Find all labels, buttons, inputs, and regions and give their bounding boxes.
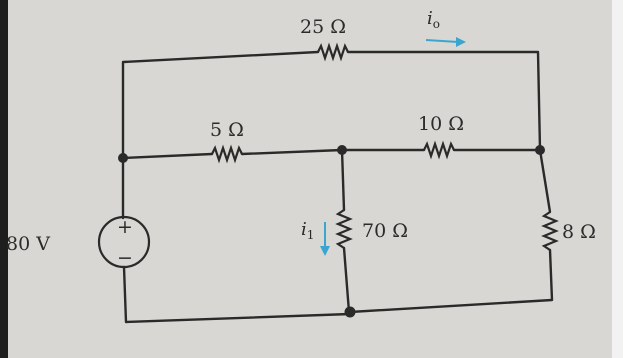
- wire-bottom-left: [122, 265, 352, 324]
- right-branch: [348, 148, 559, 314]
- node-left: [118, 153, 128, 163]
- center-branch: [335, 148, 353, 314]
- label-10-ohm: 10 Ω: [418, 113, 464, 135]
- label-5-ohm: 5 Ω: [210, 119, 244, 141]
- arrow-i1-head: [320, 246, 330, 256]
- wire-right-upper: [538, 148, 552, 214]
- wire-bottom-right: [348, 248, 554, 314]
- label-current-i1: i1: [301, 219, 314, 242]
- resistor-10: [423, 140, 455, 160]
- label-25-ohm: 25 Ω: [300, 16, 346, 38]
- resistor-5: [211, 144, 243, 164]
- resistor-8: [541, 211, 559, 251]
- node-center-bottom: [344, 306, 356, 318]
- label-source-80v: 80 V: [6, 233, 50, 255]
- label-8-ohm: 8 Ω: [562, 221, 596, 243]
- page-edge-right: [612, 0, 623, 358]
- source-plus: +: [117, 216, 133, 238]
- source-minus: −: [117, 247, 133, 269]
- wire-center-upper: [340, 148, 346, 212]
- middle-branch: [121, 140, 542, 164]
- left-branch: [97, 156, 352, 324]
- wire-mid-center: [240, 148, 426, 156]
- top-branch: [121, 42, 542, 160]
- arrow-io-head: [456, 37, 466, 47]
- wire-top-left: [121, 50, 320, 160]
- label-current-io: io: [427, 8, 440, 31]
- node-right: [535, 145, 545, 155]
- resistor-25: [317, 42, 349, 62]
- wire-center-lower: [342, 246, 351, 314]
- wire-mid-left: [121, 152, 214, 160]
- page-edge-left: [0, 0, 8, 358]
- wire-top-right: [346, 50, 542, 152]
- label-70-ohm: 70 Ω: [362, 220, 408, 242]
- node-center-top: [337, 145, 347, 155]
- arrow-io-shaft: [425, 39, 459, 43]
- resistor-70: [335, 209, 353, 249]
